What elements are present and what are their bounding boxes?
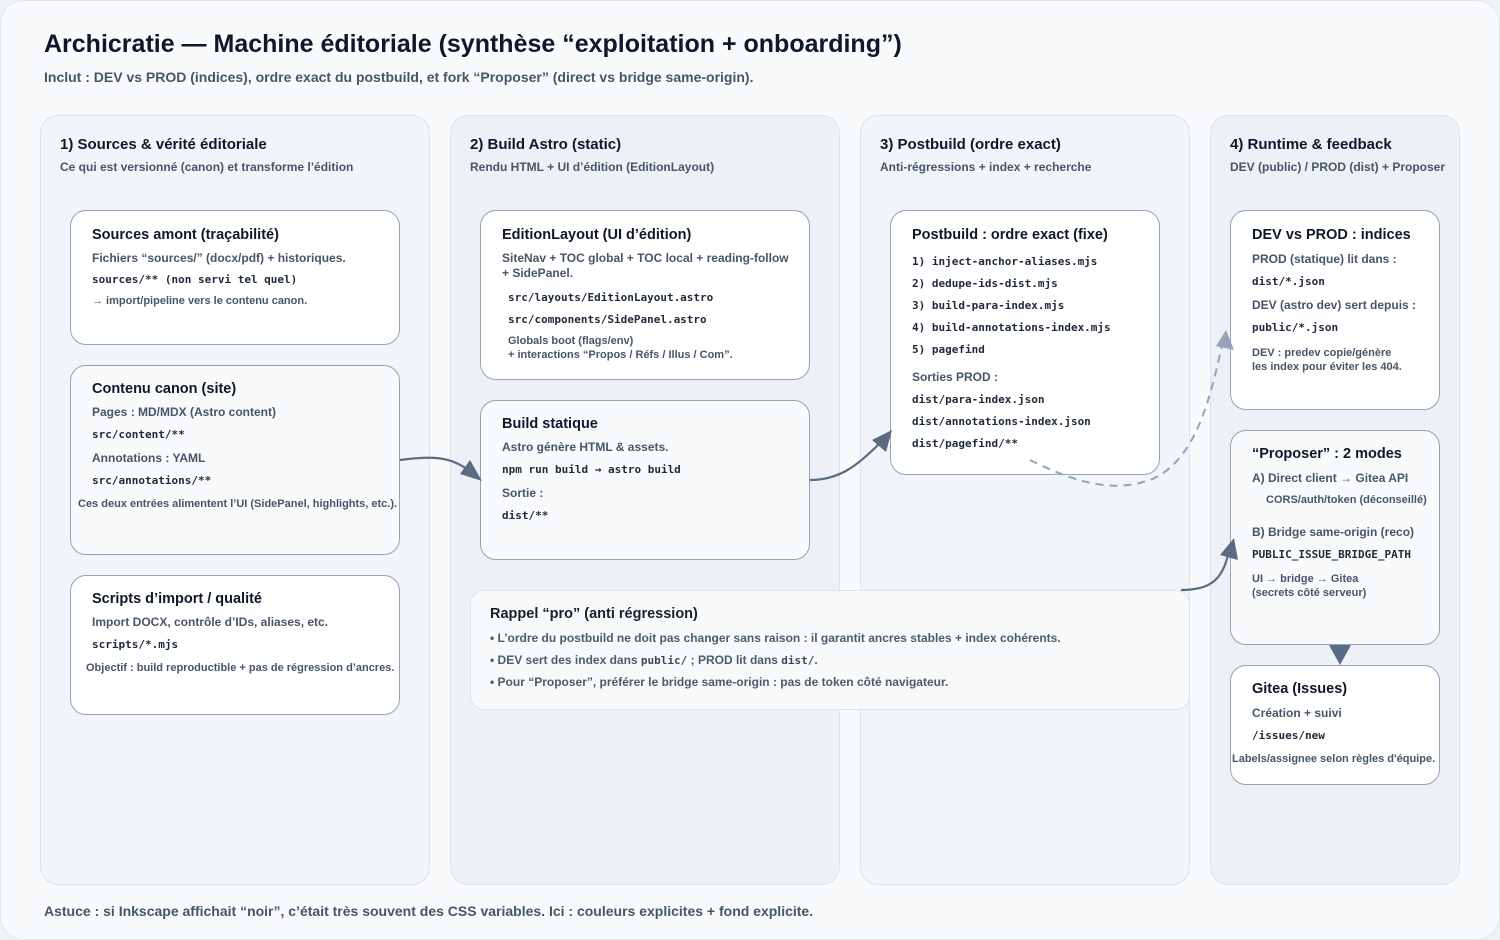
card-text: Import DOCX, contrôle d’IDs, aliases, et… [92, 615, 329, 629]
card-title: “Proposer” : 2 modes [1252, 446, 1402, 462]
column-subtitle: Anti-régressions + index + recherche [880, 160, 1092, 174]
card-text: PROD (statique) lit dans : [1252, 252, 1397, 266]
card-text: Pages : MD/MDX (Astro content) [92, 405, 277, 419]
card-code: scripts/*.mjs [92, 638, 179, 651]
postbuild-step: 3) build-para-index.mjs [912, 299, 1065, 312]
bullet-code: public/ [640, 654, 688, 667]
card-title: Postbuild : ordre exact (fixe) [912, 227, 1108, 243]
card-text: UI → bridge → Gitea [1252, 573, 1359, 585]
card-text: les index pour éviter les 404. [1252, 361, 1402, 373]
card-title: EditionLayout (UI d’édition) [502, 227, 692, 243]
card-proposer-modes: “Proposer” : 2 modes A) Direct client → … [1230, 430, 1440, 645]
card-code: dist/** [502, 509, 549, 522]
card-scripts-import: Scripts d’import / qualité Import DOCX, … [70, 575, 400, 715]
card-text: SiteNav + TOC global + TOC local + readi… [502, 251, 789, 265]
card-code: PUBLIC_ISSUE_BRIDGE_PATH [1252, 548, 1411, 561]
column-subtitle: DEV (public) / PROD (dist) + Proposer [1230, 160, 1446, 174]
card-text: → import/pipeline vers le contenu canon. [92, 295, 308, 307]
card-contenu-canon: Contenu canon (site) Pages : MD/MDX (Ast… [70, 365, 400, 555]
card-text: Ces deux entrées alimentent l’UI (SidePa… [78, 498, 398, 510]
card-text: DEV (astro dev) sert depuis : [1252, 298, 1417, 312]
card-title: Sources amont (traçabilité) [92, 227, 279, 243]
reminder-bullet: • Pour “Proposer”, préférer le bridge sa… [490, 675, 949, 689]
card-code: src/content/** [92, 428, 185, 441]
card-text: Création + suivi [1252, 706, 1342, 720]
column-title: 2) Build Astro (static) [470, 136, 622, 153]
postbuild-step: 5) pagefind [912, 343, 985, 356]
postbuild-step: 4) build-annotations-index.mjs [912, 321, 1111, 334]
card-gitea-issues: Gitea (Issues) Création + suivi /issues/… [1230, 665, 1440, 785]
card-text: Labels/assignee selon règles d'équipe. [1232, 753, 1436, 765]
footer-tip: Astuce : si Inkscape affichait “noir”, c… [44, 903, 814, 919]
card-text: Fichiers “sources/” (docx/pdf) + histori… [92, 251, 346, 265]
card-text: B) Bridge same-origin (reco) [1252, 525, 1415, 539]
card-text: Globals boot (flags/env) [508, 335, 634, 347]
postbuild-step: 1) inject-anchor-aliases.mjs [912, 255, 1098, 268]
bullet-text: • DEV sert des index dans [490, 653, 641, 667]
card-code: /issues/new [1252, 729, 1325, 742]
bullet-code: dist/ [781, 654, 815, 667]
card-edition-layout: EditionLayout (UI d’édition) SiteNav + T… [480, 210, 810, 380]
column-title: 3) Postbuild (ordre exact) [880, 136, 1061, 153]
reminder-bullet: • DEV sert des index dans public/ ; PROD… [490, 653, 818, 667]
card-text: Annotations : YAML [92, 451, 206, 465]
page-subtitle: Inclut : DEV vs PROD (indices), ordre ex… [44, 69, 754, 85]
card-text: (secrets côté serveur) [1252, 587, 1367, 599]
card-text: CORS/auth/token (déconseillé) [1266, 494, 1427, 506]
card-text: + SidePanel. [502, 266, 574, 280]
card-text: Astro génère HTML & assets. [502, 440, 669, 454]
card-text: + interactions “Propos / Réfs / Illus / … [508, 349, 733, 361]
card-code: public/*.json [1252, 321, 1339, 334]
card-title: Scripts d’import / qualité [92, 591, 262, 607]
reminder-note: Rappel “pro” (anti régression) • L’ordre… [470, 590, 1190, 710]
card-code: sources/** (non servi tel quel) [92, 273, 298, 286]
output-path: dist/para-index.json [912, 393, 1045, 406]
card-code: src/components/SidePanel.astro [508, 313, 707, 326]
card-text: Sortie : [502, 486, 544, 500]
card-build-statique: Build statique Astro génère HTML & asset… [480, 400, 810, 560]
column-title: 4) Runtime & feedback [1230, 136, 1392, 153]
column-subtitle: Rendu HTML + UI d’édition (EditionLayout… [470, 160, 715, 174]
reminder-bullet: • L’ordre du postbuild ne doit pas chang… [490, 631, 1061, 645]
bullet-text: ; PROD lit dans [687, 653, 782, 667]
card-sources-amont: Sources amont (traçabilité) Fichiers “so… [70, 210, 400, 345]
card-dev-vs-prod: DEV vs PROD : indices PROD (statique) li… [1230, 210, 1440, 410]
bullet-text: . [814, 653, 818, 667]
output-path: dist/annotations-index.json [912, 415, 1091, 428]
card-text: Objectif : build reproductible + pas de … [86, 662, 395, 674]
card-title: Contenu canon (site) [92, 381, 237, 397]
column-title: 1) Sources & vérité éditoriale [60, 136, 267, 153]
outputs-label: Sorties PROD : [912, 370, 999, 384]
column-subtitle: Ce qui est versionné (canon) et transfor… [60, 160, 354, 174]
card-code: dist/*.json [1252, 275, 1325, 288]
output-path: dist/pagefind/** [912, 437, 1018, 450]
card-postbuild-order: Postbuild : ordre exact (fixe) 1) inject… [890, 210, 1160, 475]
postbuild-step: 2) dedupe-ids-dist.mjs [912, 277, 1058, 290]
page-title: Archicratie — Machine éditoriale (synthè… [44, 30, 902, 58]
card-title: DEV vs PROD : indices [1252, 227, 1411, 243]
reminder-title: Rappel “pro” (anti régression) [490, 606, 698, 622]
card-code: npm run build → astro build [502, 463, 681, 476]
card-code: src/annotations/** [92, 474, 212, 487]
card-title: Gitea (Issues) [1252, 681, 1348, 697]
card-title: Build statique [502, 416, 598, 432]
card-text: A) Direct client → Gitea API [1252, 471, 1409, 485]
card-code: src/layouts/EditionLayout.astro [508, 291, 714, 304]
card-text: DEV : predev copie/génère [1252, 347, 1392, 359]
